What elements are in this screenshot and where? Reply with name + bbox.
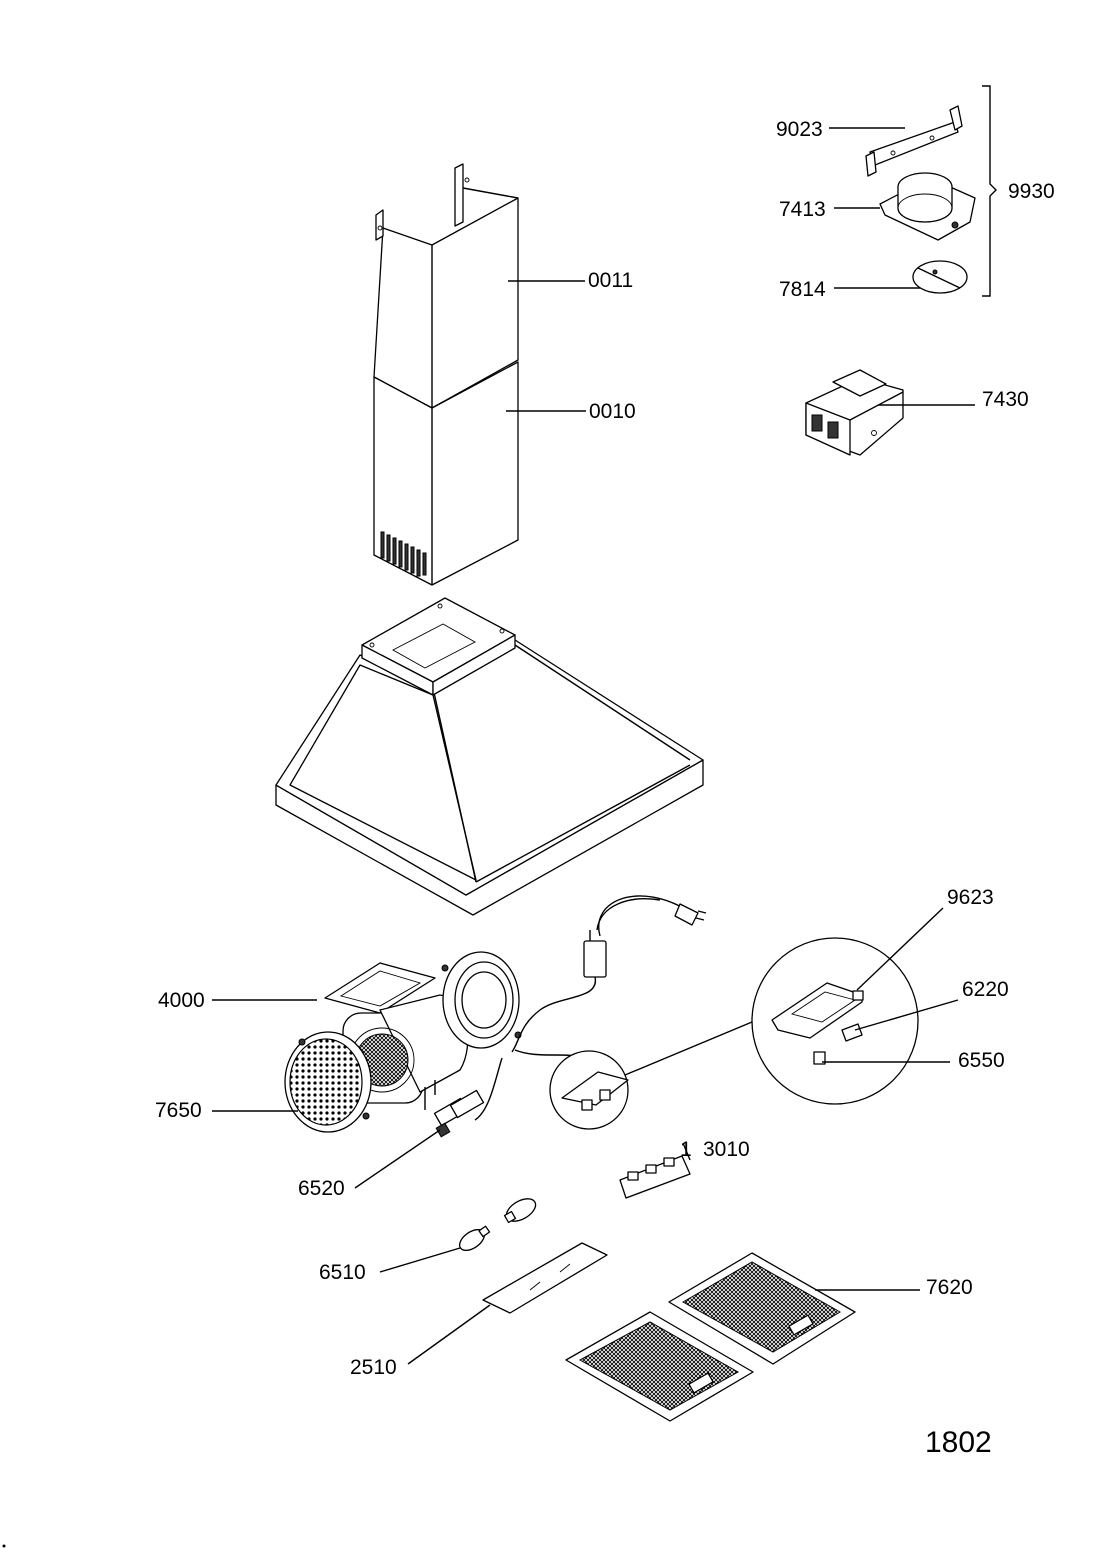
scan-dot <box>2 1544 6 1548</box>
chimney-upper-0011 <box>373 163 519 409</box>
bracket-9023 <box>865 105 963 177</box>
label-0011: 0011 <box>588 269 634 292</box>
hood-body <box>275 597 704 916</box>
control-detail-large <box>751 937 919 1105</box>
motor-unit-4000 <box>324 951 522 1110</box>
label-6510: 6510 <box>319 1261 366 1284</box>
label-7814: 7814 <box>779 278 826 301</box>
label-6220: 6220 <box>962 978 1009 1001</box>
label-6520: 6520 <box>298 1177 345 1200</box>
power-cable <box>474 895 707 1121</box>
brace-9930 <box>982 85 997 297</box>
flange-7413 <box>879 172 976 241</box>
label-7430: 7430 <box>982 388 1029 411</box>
label-3010: 3010 <box>703 1138 750 1161</box>
valve-7814 <box>912 260 968 294</box>
label-6550: 6550 <box>958 1049 1005 1072</box>
control-panel-3010 <box>619 1142 691 1199</box>
label-0010: 0010 <box>589 400 636 423</box>
grease-filter-7620-back <box>668 1252 856 1365</box>
label-7413: 7413 <box>779 198 826 221</box>
lamp-bulbs-6510 <box>458 1198 537 1252</box>
deflector-7430 <box>805 369 904 456</box>
label-2510: 2510 <box>350 1356 397 1379</box>
label-7620: 7620 <box>926 1276 973 1299</box>
lamp-glass-2510 <box>482 1242 608 1314</box>
chimney-lower-0010 <box>373 361 519 586</box>
label-3010-prefix: 1 <box>680 1138 692 1161</box>
lamp-holder-6520 <box>433 1089 485 1138</box>
fan-grille-7650 <box>284 1031 372 1133</box>
sheet-number: 1802 <box>925 1426 992 1459</box>
grease-filter-7620-front <box>565 1311 754 1422</box>
leader-lines <box>212 127 975 1365</box>
label-4000: 4000 <box>158 989 205 1012</box>
label-7650: 7650 <box>155 1099 202 1122</box>
label-9023: 9023 <box>776 118 823 141</box>
label-9623: 9623 <box>947 886 994 909</box>
label-9930: 9930 <box>1008 180 1055 203</box>
control-detail-small <box>549 1050 629 1130</box>
